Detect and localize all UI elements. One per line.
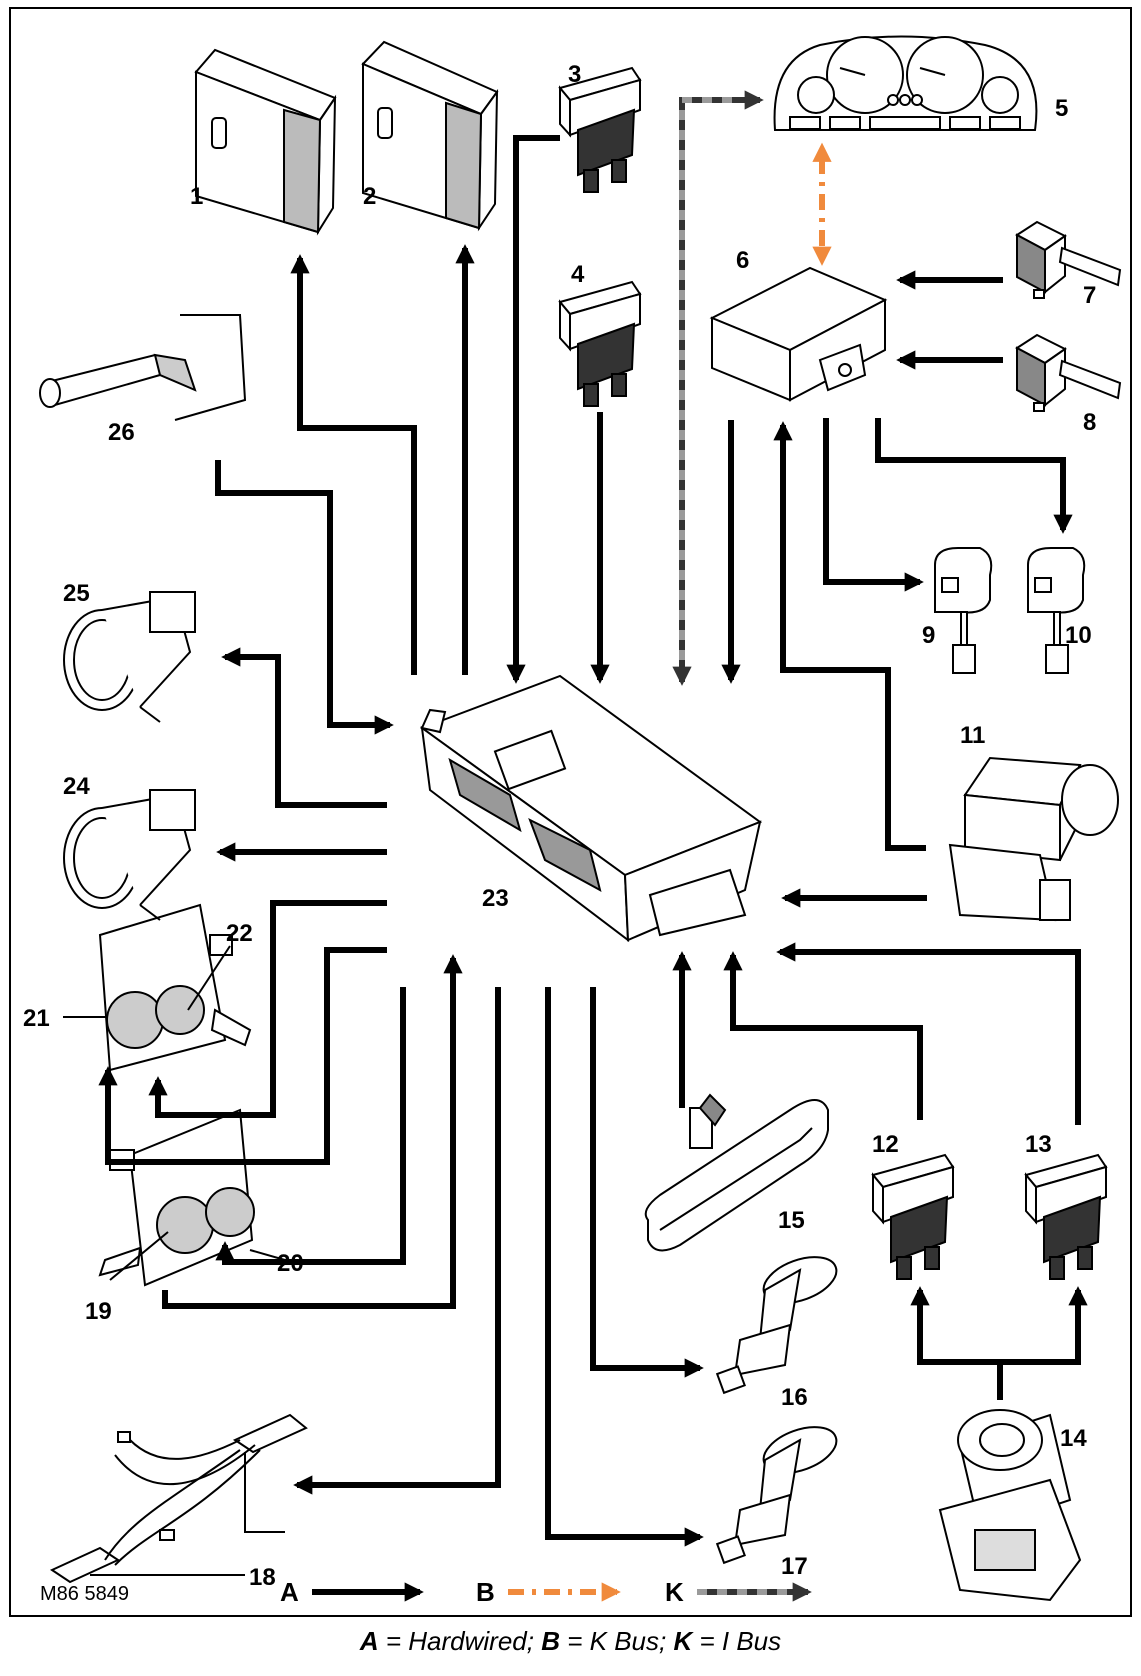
label-11: 11 [960,722,985,749]
ibus-connection [682,100,760,682]
component-16-actuator [717,1248,842,1393]
legend-caption: A = Hardwired; B = K Bus; K = I Bus [0,1626,1141,1657]
label-12: 12 [872,1131,899,1158]
component-13-fuse [1026,1155,1106,1279]
caption-a-text: = Hardwired; [379,1626,542,1656]
caption-k-letter: K [673,1626,692,1656]
reference-number: M86 5849 [40,1583,129,1605]
label-18: 18 [249,1564,276,1591]
component-25-lamp [64,592,195,722]
component-5-instrument-cluster [775,37,1037,131]
label-5: 5 [1055,95,1068,122]
label-14: 14 [1060,1425,1087,1452]
label-13: 13 [1025,1131,1052,1158]
label-16: 16 [781,1384,808,1411]
link-3-to-23 [516,138,560,680]
link-26-to-23 [218,460,390,725]
component-12-fuse [873,1155,953,1279]
link-23-to-1 [300,258,414,675]
caption-k-text: = I Bus [692,1626,781,1656]
component-11-abs-modulator [950,758,1118,920]
label-23: 23 [482,885,509,912]
label-3: 3 [568,61,581,88]
component-10-igniter [1028,548,1084,673]
component-18-switch-harness [52,1415,306,1582]
label-19: 19 [85,1298,112,1325]
component-4-fuse [560,282,640,406]
label-15: 15 [778,1207,805,1234]
label-22: 22 [226,920,253,947]
link-23-to-17 [548,987,700,1537]
label-9: 9 [922,622,935,649]
label-10: 10 [1065,622,1092,649]
component-8-sensor [1017,335,1120,411]
link-13-to-23 [780,952,1078,1125]
legend-letter-b: B [476,1577,495,1607]
label-26: 26 [108,419,135,446]
label-2: 2 [363,183,376,210]
label-8: 8 [1083,409,1096,436]
label-7: 7 [1083,282,1096,309]
label-24: 24 [63,773,90,800]
link-14-to-13 [1000,1290,1078,1362]
component-9-igniter [935,548,991,673]
link-12-to-23 [733,955,920,1120]
label-25: 25 [63,580,90,607]
link-14-to-12 [920,1290,1000,1400]
caption-b-letter: B [541,1626,560,1656]
label-1: 1 [190,183,203,210]
link-11-to-6 [783,425,926,848]
label-20: 20 [277,1250,304,1277]
link-6-to-10 [878,418,1063,530]
component-23-central-module [422,676,760,940]
legend-letter-a: A [280,1577,299,1607]
component-14-ignition-switch [940,1410,1080,1600]
component-26-stalk-switch [40,315,245,420]
label-4: 4 [571,261,585,288]
component-1-module [196,50,335,232]
component-24-lamp [64,790,195,920]
link-6-to-9 [826,418,920,582]
label-17: 17 [781,1553,808,1580]
component-17-actuator [717,1418,842,1563]
legend-letter-k: K [665,1577,684,1607]
component-2-module [363,42,497,228]
caption-b-text: = K Bus; [560,1626,673,1656]
component-6-control-unit [712,268,885,400]
label-21: 21 [23,1005,50,1032]
link-23-to-25 [225,657,387,805]
component-7-sensor [1017,222,1120,298]
label-6: 6 [736,247,749,274]
component-19-20-switch-pack [100,1110,254,1285]
caption-a-letter: A [360,1626,379,1656]
legend: M86 5849 A B K [40,1577,808,1607]
